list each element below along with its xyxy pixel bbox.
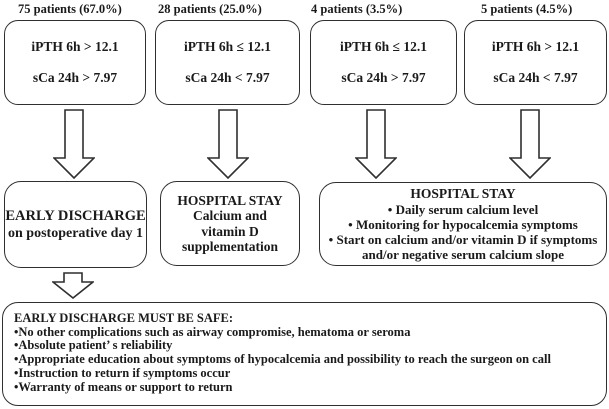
early-discharge-box: EARLY DISCHARGE on postoperative day 1: [4, 181, 147, 268]
criteria-line: sCa 24h < 7.97: [493, 70, 578, 85]
criteria-line: iPTH 6h > 12.1: [491, 39, 580, 54]
column-count-label-1: 75 patients (67.0%): [18, 2, 122, 16]
outcome-line: • Monitoring for hypocalcemia symptoms: [348, 216, 578, 232]
safety-bullet: •Absolute patient’ s reliability: [14, 338, 173, 353]
hospital-stay-supplementation-box: HOSPITAL STAY Calcium and vitamin D supp…: [160, 181, 300, 266]
criteria-line: iPTH 6h > 12.1: [31, 39, 119, 54]
down-arrow-icon: [53, 109, 95, 179]
outcome-title: HOSPITAL STAY: [177, 192, 283, 208]
criteria-line: iPTH 6h ≤ 12.1: [340, 39, 427, 54]
safety-requirements-box: EARLY DISCHARGE MUST BE SAFE: •No other …: [2, 302, 607, 406]
outcome-line: Calcium and: [193, 208, 267, 223]
safety-bullet: •Appropriate education about symptoms of…: [14, 352, 551, 367]
criteria-line: iPTH 6h ≤ 12.1: [184, 39, 271, 54]
criteria-box-2: iPTH 6h ≤ 12.1 sCa 24h < 7.97: [155, 20, 300, 105]
criteria-line: sCa 24h > 7.97: [341, 70, 426, 85]
outcome-line: vitamin D: [201, 223, 259, 239]
column-count-label-3: 4 patients (3.5%): [311, 2, 403, 16]
criteria-line: sCa 24h > 7.97: [32, 70, 118, 85]
outcome-subtitle: on postoperative day 1: [8, 225, 143, 241]
outcome-title: HOSPITAL STAY: [410, 186, 516, 202]
outcome-line: supplementation: [181, 239, 279, 254]
outcome-title: EARLY DISCHARGE: [5, 207, 146, 224]
criteria-box-1: iPTH 6h > 12.1 sCa 24h > 7.97: [4, 20, 146, 105]
safety-bullet: •Instruction to return if symptoms occur: [14, 365, 231, 380]
column-count-label-2: 28 patients (25.0%): [158, 2, 262, 16]
down-arrow-icon: [509, 109, 551, 179]
down-arrow-icon: [52, 272, 94, 299]
outcome-line: • Daily serum calcium level: [387, 201, 539, 217]
criteria-box-3: iPTH 6h ≤ 12.1 sCa 24h > 7.97: [310, 20, 457, 105]
down-arrow-icon: [355, 109, 397, 179]
hospital-stay-monitoring-box: HOSPITAL STAY • Daily serum calcium leve…: [319, 182, 607, 266]
safety-title: EARLY DISCHARGE MUST BE SAFE:: [14, 311, 234, 325]
outcome-line: and/or negative serum calcium slope: [362, 246, 564, 262]
column-count-label-4: 5 patients (4.5%): [481, 2, 573, 16]
safety-bullet: •Warranty of means or support to return: [14, 379, 233, 394]
outcome-line: • Start on calcium and/or vitamin D if s…: [328, 231, 598, 247]
criteria-line: sCa 24h < 7.97: [185, 70, 270, 85]
safety-bullet: •No other complications such as airway c…: [14, 324, 411, 339]
criteria-box-4: iPTH 6h > 12.1 sCa 24h < 7.97: [464, 20, 607, 105]
down-arrow-icon: [207, 109, 249, 179]
